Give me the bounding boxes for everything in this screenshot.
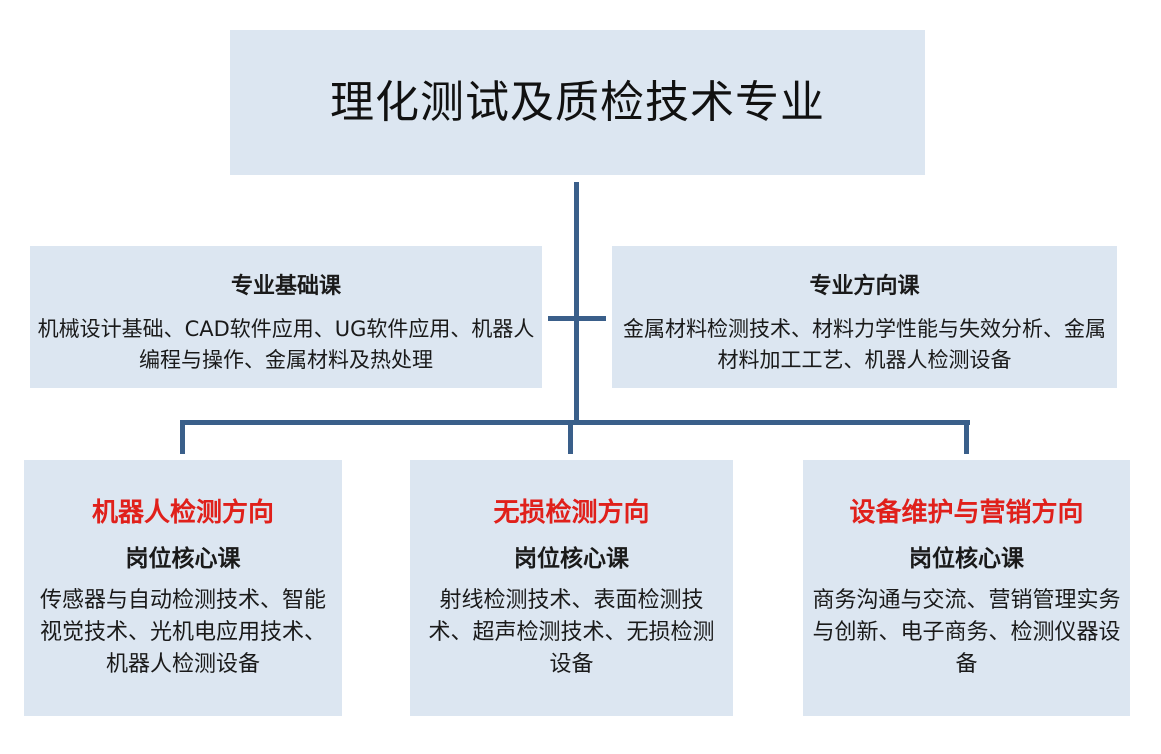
- direction-box-robot: 机器人检测方向 岗位核心课 传感器与自动检测技术、智能视觉技术、光机电应用技术、…: [24, 460, 342, 716]
- direction-title: 无损检测方向: [493, 498, 650, 528]
- direction-courses-list: 金属材料检测技术、材料力学性能与失效分析、金属材料加工工艺、机器人检测设备: [623, 317, 1106, 372]
- connector-drop-1: [180, 420, 185, 454]
- direction-box-maintenance-sales: 设备维护与营销方向 岗位核心课 商务沟通与交流、营销管理实务与创新、电子商务、检…: [803, 460, 1130, 716]
- core-courses-list: 商务沟通与交流、营销管理实务与创新、电子商务、检测仪器设备: [812, 588, 1121, 677]
- connector-trunk: [574, 182, 579, 422]
- core-courses-heading: 岗位核心课: [125, 545, 241, 572]
- foundation-courses-box: 专业基础课 机械设计基础、CAD软件应用、UG软件应用、机器人编程与操作、金属材…: [30, 246, 542, 388]
- core-courses-heading: 岗位核心课: [909, 545, 1024, 572]
- direction-box-ndt: 无损检测方向 岗位核心课 射线检测技术、表面检测技术、超声检测技术、无损检测设备: [410, 460, 733, 716]
- foundation-courses-list: 机械设计基础、CAD软件应用、UG软件应用、机器人编程与操作、金属材料及热处理: [37, 317, 535, 372]
- core-courses-list: 射线检测技术、表面检测技术、超声检测技术、无损检测设备: [428, 588, 715, 677]
- connector-drop-3: [964, 420, 969, 454]
- core-courses-list: 传感器与自动检测技术、智能视觉技术、光机电应用技术、机器人检测设备: [39, 588, 326, 677]
- major-title: 理化测试及质检技术专业: [330, 77, 825, 128]
- direction-title: 设备维护与营销方向: [849, 498, 1084, 528]
- connector-category-crossbar: [548, 316, 606, 321]
- connector-drop-2: [568, 420, 573, 454]
- connector-direction-bar: [180, 420, 970, 425]
- direction-title: 机器人检测方向: [91, 498, 274, 528]
- major-title-box: 理化测试及质检技术专业: [230, 30, 925, 175]
- foundation-courses-heading: 专业基础课: [230, 274, 341, 299]
- direction-courses-heading: 专业方向课: [809, 274, 920, 299]
- core-courses-heading: 岗位核心课: [514, 545, 629, 572]
- direction-courses-box: 专业方向课 金属材料检测技术、材料力学性能与失效分析、金属材料加工工艺、机器人检…: [612, 246, 1117, 388]
